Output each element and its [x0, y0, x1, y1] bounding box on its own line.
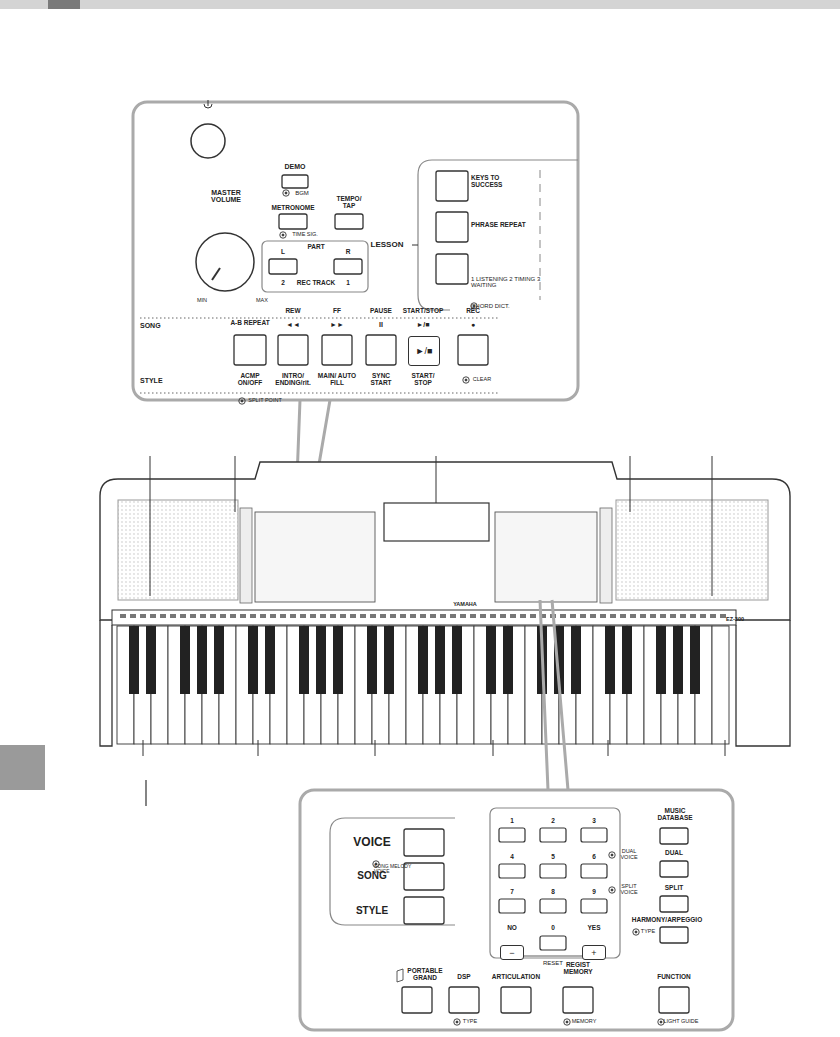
- panel-label: REGIST MEMORY: [556, 962, 600, 976]
- panel-button: +: [582, 945, 606, 960]
- panel-label: INTRO/ ENDING/rit.: [272, 373, 314, 387]
- panel-label: A-B REPEAT: [230, 320, 270, 327]
- panel-label: SPLIT VOICE: [616, 884, 642, 896]
- panel-label: START/STOP: [398, 308, 448, 315]
- panel-label: 1: [505, 818, 519, 825]
- panel-label: CLEAR: [464, 377, 500, 383]
- panel-label: DSP: [452, 974, 476, 981]
- panel-label: HARMONY/ARPEGGIO: [622, 917, 712, 924]
- panel-label: CHORD DICT.: [471, 303, 541, 309]
- panel-label: YES: [584, 925, 604, 932]
- display: [384, 503, 489, 541]
- button-symbol: −: [509, 948, 514, 958]
- panel-label: YAMAHA: [440, 602, 490, 608]
- panel-label: EZ-300: [715, 617, 755, 623]
- panel-label: SPLIT POINT: [245, 398, 285, 404]
- callout-leader: [540, 600, 568, 790]
- panel-button: −: [500, 945, 524, 960]
- panel-label: 9: [587, 889, 601, 896]
- panel-label: STYLE: [347, 906, 397, 917]
- panel-label: LIGHT GUIDE: [661, 1019, 701, 1025]
- panel-label: ►►: [322, 321, 352, 328]
- panel-label: 5: [546, 854, 560, 861]
- panel-label: METRONOME: [268, 205, 318, 212]
- panel-label: KEYS TO SUCCESS: [471, 175, 529, 189]
- panel-label: 3: [587, 818, 601, 825]
- panel-label: 1 LISTENING 2 TIMING 3 WAITING: [471, 276, 541, 289]
- panel-label: BGM: [290, 190, 314, 196]
- side-tab: [0, 745, 45, 790]
- panel-label: NO: [502, 925, 522, 932]
- panel-label: SYNC START: [363, 373, 399, 387]
- panel-label: DUAL: [659, 850, 689, 857]
- panel-label: ●: [463, 321, 483, 328]
- panel-label: SONG: [140, 322, 180, 329]
- panel-label: VOICE: [347, 836, 397, 849]
- panel-label: REW: [278, 308, 308, 315]
- panel-label: SPLIT: [659, 885, 689, 892]
- panel-label: MEMORY: [567, 1019, 601, 1025]
- header-bar: [0, 0, 840, 9]
- panel-label: ACMP ON/OFF: [230, 373, 270, 387]
- panel-label: LESSON: [367, 241, 407, 249]
- panel-label: 1: [342, 280, 354, 287]
- panel-label: PHRASE REPEAT: [471, 222, 529, 229]
- panel-label: L: [277, 249, 289, 256]
- panel-label: ◄◄: [278, 321, 308, 328]
- panel-label: 2: [277, 280, 289, 287]
- panel-label: STYLE: [140, 377, 180, 384]
- button-symbol: ►/■: [416, 346, 433, 356]
- header-block: [48, 0, 80, 9]
- panel-label: 8: [546, 889, 560, 896]
- panel-label: START/ STOP: [403, 373, 443, 387]
- panel-label: FF: [322, 308, 352, 315]
- panel-label: PAUSE: [364, 308, 398, 315]
- marker-line: [145, 780, 146, 806]
- panel-label: TYPE: [458, 1019, 482, 1025]
- callout-panel: [300, 790, 733, 1030]
- panel-label: ARTICULATION: [486, 974, 546, 981]
- panel-label: TEMPO/ TAP: [332, 196, 366, 210]
- panel-label: SONG: [347, 871, 397, 882]
- keyboard-body: [100, 462, 790, 620]
- panel-label: 0: [546, 925, 560, 932]
- panel-label: TYPE: [637, 929, 659, 935]
- panel-label: 7: [505, 889, 519, 896]
- panel-label: MIN: [192, 298, 212, 304]
- panel-label: DUAL VOICE: [616, 849, 642, 861]
- panel-label: PART: [303, 244, 329, 251]
- panel-label: 2: [546, 818, 560, 825]
- panel-label: PORTABLE GRAND: [400, 968, 450, 982]
- panel-label: ►/■: [408, 321, 438, 328]
- panel-label: REC TRACK: [295, 280, 337, 287]
- panel-label: MAX: [252, 298, 272, 304]
- panel-label: TIME SIG.: [288, 232, 322, 238]
- panel-label: MASTER VOLUME: [196, 189, 256, 204]
- panel-label: R: [342, 249, 354, 256]
- panel-label: 6: [587, 854, 601, 861]
- panel-label: MUSIC DATABASE: [650, 808, 700, 822]
- panel-label: FUNCTION: [651, 974, 697, 981]
- panel-label: REC: [458, 308, 488, 315]
- panel-label: 4: [505, 854, 519, 861]
- callout-panel: [133, 102, 578, 400]
- panel-label: II: [366, 321, 396, 328]
- button-symbol: +: [591, 948, 596, 958]
- panel-label: DEMO: [275, 163, 315, 170]
- panel-button: ►/■: [408, 336, 440, 366]
- panel-label: MAIN/ AUTO FILL: [317, 373, 357, 387]
